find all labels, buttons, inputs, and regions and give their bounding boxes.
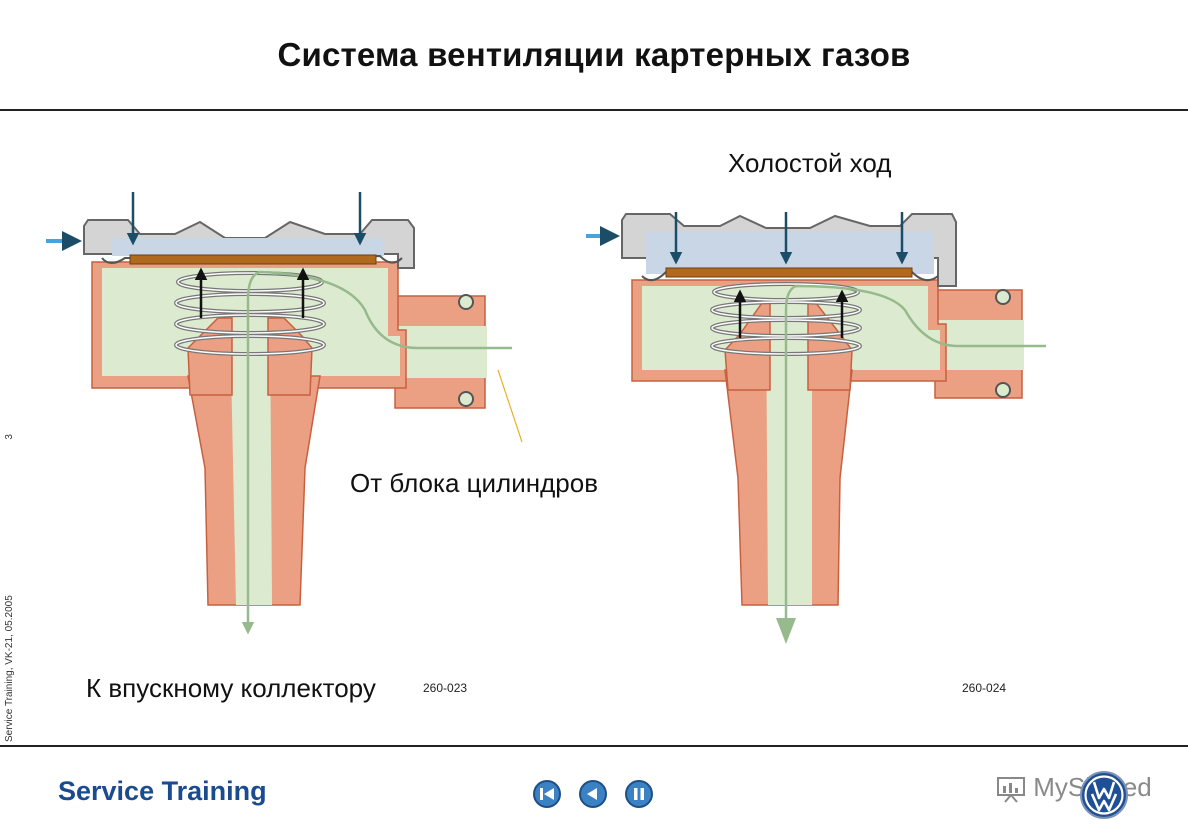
outlet-seal-top bbox=[458, 294, 474, 310]
presentation-board-icon bbox=[997, 777, 1025, 803]
outlet-port-channel bbox=[395, 326, 487, 378]
brand-label: Service Training bbox=[58, 776, 267, 806]
label-idle: Холостой ход bbox=[728, 148, 892, 178]
outlet-seal-bottom bbox=[458, 391, 474, 407]
page-number: 3 bbox=[4, 434, 15, 440]
gas-flow-line bbox=[241, 270, 512, 635]
figure-code-2: 260-024 bbox=[962, 681, 1007, 695]
gas-flow-arrowhead bbox=[776, 618, 796, 644]
pause-button[interactable] bbox=[624, 779, 654, 809]
page-title: Система вентиляции картерных газов bbox=[277, 36, 911, 73]
gas-flow-line bbox=[784, 284, 1046, 640]
diaphragm-plate bbox=[129, 254, 377, 265]
valve-diagram-normal bbox=[46, 192, 523, 635]
label-to-intake-manifold: К впускному коллектору bbox=[86, 673, 376, 703]
cover-gas-space bbox=[112, 238, 384, 256]
sidebar-footer-text: Service Training, VK-21, 05.2005 3 bbox=[4, 434, 15, 742]
outlet-seal-top bbox=[995, 289, 1011, 305]
back-button[interactable] bbox=[578, 779, 608, 809]
rewind-icon bbox=[540, 788, 554, 800]
sidebar-course-text: Service Training, VK-21, 05.2005 bbox=[4, 595, 15, 742]
diaphragm-plate bbox=[665, 267, 913, 278]
outlet-seal-bottom bbox=[995, 382, 1011, 398]
footer-divider bbox=[0, 745, 1188, 747]
inlet-pipe-channel bbox=[766, 300, 812, 605]
rewind-button[interactable] bbox=[532, 779, 562, 809]
label-from-cylinder-block: От блока цилиндров bbox=[350, 468, 599, 498]
pause-icon bbox=[634, 788, 644, 800]
back-icon bbox=[587, 788, 597, 800]
inlet-pipe-channel bbox=[230, 318, 272, 605]
vw-logo bbox=[1080, 771, 1128, 819]
valve-diagram-idle bbox=[586, 212, 1046, 644]
label-leader-line bbox=[497, 369, 523, 443]
figure-code-1: 260-023 bbox=[423, 681, 468, 695]
header-divider bbox=[0, 109, 1188, 111]
